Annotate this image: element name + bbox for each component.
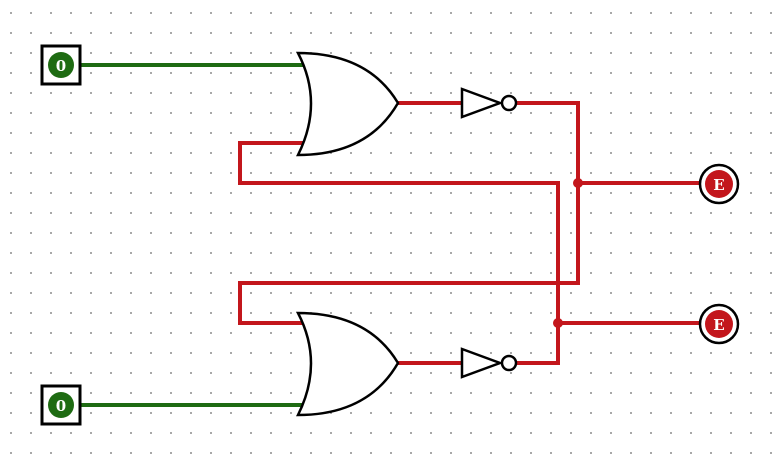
inverter-bubble-bottom (500, 354, 518, 372)
wire-not2-output[interactable] (238, 141, 560, 365)
inverter-bubble-top (500, 94, 518, 112)
not-gate-top[interactable] (460, 87, 518, 119)
input-pin-a[interactable]: 0 (40, 44, 82, 86)
output-pin-top-value: E (713, 176, 724, 194)
or-gate-top[interactable] (295, 51, 400, 157)
or-gate-bottom[interactable] (295, 311, 400, 417)
input-pin-b[interactable]: 0 (40, 384, 82, 426)
input-pin-b-value: 0 (56, 397, 66, 415)
input-pin-a-value: 0 (56, 57, 66, 75)
output-pin-bottom-value: E (713, 316, 724, 334)
output-pin-bottom[interactable]: E (698, 303, 740, 345)
output-pin-top[interactable]: E (698, 163, 740, 205)
not-gate-bottom[interactable] (460, 347, 518, 379)
junction-dot-top (573, 178, 583, 188)
wire-not1-output[interactable] (238, 101, 580, 325)
junction-dot-bottom (553, 318, 563, 328)
